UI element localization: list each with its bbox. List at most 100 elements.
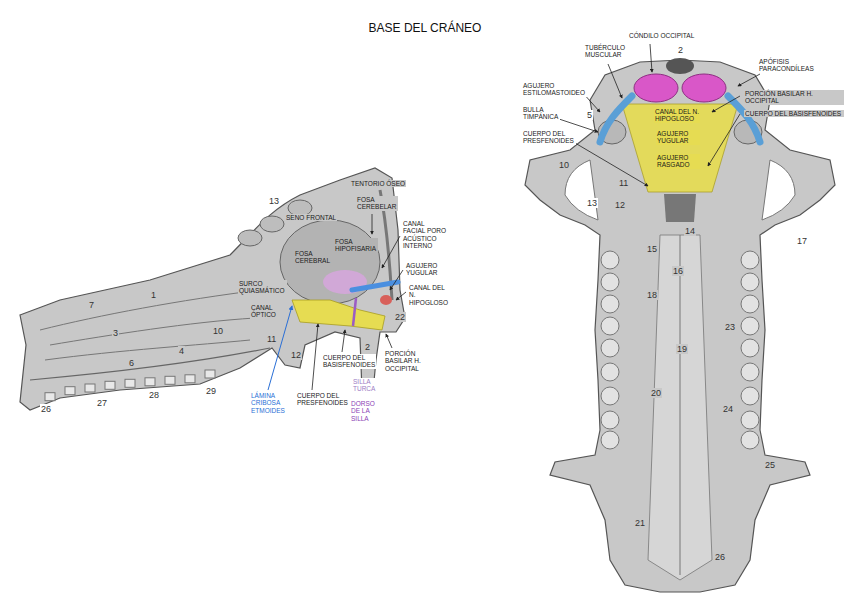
callout-number: 26 bbox=[714, 552, 726, 562]
sagittal-skull bbox=[30, 348, 270, 380]
teeth bbox=[65, 387, 75, 395]
part-label: CANAL ÓPTICO bbox=[250, 304, 280, 319]
teeth bbox=[105, 381, 115, 389]
callout-number: 3 bbox=[112, 328, 119, 338]
cheek-teeth bbox=[741, 339, 759, 357]
callout-number: 6 bbox=[128, 358, 135, 368]
ventral-skull bbox=[664, 194, 696, 222]
callout-number: 20 bbox=[650, 388, 662, 398]
part-label: SILLA TURCA bbox=[352, 378, 384, 393]
cheek-teeth bbox=[601, 251, 759, 449]
highlighted-bones bbox=[634, 74, 678, 102]
cheek-teeth bbox=[601, 339, 619, 357]
teeth bbox=[165, 376, 175, 384]
part-label: CANAL DEL N. HIPOGLOSO bbox=[654, 108, 700, 123]
callout-number: 1 bbox=[150, 290, 157, 300]
teeth bbox=[145, 378, 155, 386]
cheek-teeth bbox=[601, 411, 619, 429]
callout-number: 28 bbox=[148, 390, 160, 400]
callout-number: 13 bbox=[268, 196, 280, 206]
part-label: BULLA TIMPÁNICA bbox=[522, 106, 560, 121]
leader-line bbox=[708, 114, 740, 166]
callout-number: 7 bbox=[88, 300, 95, 310]
cheek-teeth bbox=[741, 431, 759, 449]
callout-number: 13 bbox=[586, 198, 598, 208]
part-label: CUERPO DEL BASISFENOIDES bbox=[744, 110, 844, 117]
leader-line bbox=[556, 44, 760, 186]
frontal-sinus bbox=[238, 230, 262, 246]
sagittal-skull bbox=[40, 290, 260, 330]
cheek-teeth bbox=[601, 431, 619, 449]
part-label: SURCO QUIASMÁTICO bbox=[238, 280, 287, 295]
cheek-teeth bbox=[601, 251, 619, 269]
ventral-skull bbox=[648, 235, 712, 580]
callout-number: 17 bbox=[796, 236, 808, 246]
highlighted-bones bbox=[682, 74, 726, 102]
callout-number: 11 bbox=[618, 178, 629, 188]
part-label: FOSA CEREBELAR bbox=[356, 196, 398, 211]
cheek-teeth bbox=[741, 411, 759, 429]
leader-line bbox=[382, 236, 400, 268]
cheek-teeth bbox=[741, 317, 759, 335]
leader-line bbox=[608, 64, 622, 98]
cheek-teeth bbox=[741, 363, 759, 381]
highlighted-bones bbox=[622, 104, 738, 192]
part-label: AGUJERO YUGULAR bbox=[656, 130, 700, 145]
cheek-teeth bbox=[601, 387, 619, 405]
highlighted-bones bbox=[666, 58, 694, 74]
callout-number: 2 bbox=[677, 45, 684, 55]
callout-number: 14 bbox=[684, 226, 696, 236]
callout-number: 21 bbox=[634, 518, 646, 528]
callout-number: 12 bbox=[290, 350, 302, 360]
part-label: TENTORIO ÓSEO bbox=[350, 180, 406, 187]
leader-line bbox=[396, 292, 406, 300]
callout-number: 4 bbox=[178, 346, 185, 356]
cheek-teeth bbox=[741, 387, 759, 405]
part-label: PORCIÓN BASILAR H. OCCIPITAL bbox=[384, 350, 436, 372]
callout-number: 2 bbox=[364, 342, 371, 352]
sagittal-skull bbox=[20, 168, 405, 410]
leader-line bbox=[372, 214, 373, 234]
part-label: CANAL DEL N. HIPOGLOSO bbox=[408, 284, 448, 306]
cranial-cavity bbox=[280, 220, 380, 304]
cheek-teeth bbox=[741, 295, 759, 313]
part-label: AGUJERO YUGULAR bbox=[405, 262, 445, 277]
callout-number: 29 bbox=[205, 386, 217, 396]
sagittal-skull bbox=[50, 318, 255, 345]
part-label: CÓNDILO OCCIPITAL bbox=[628, 32, 695, 39]
callout-number: 16 bbox=[672, 266, 684, 276]
leader-line bbox=[312, 324, 318, 390]
part-label: TUBÉRCULO MUSCULAR bbox=[584, 44, 627, 59]
callout-number: 19 bbox=[676, 344, 688, 354]
cheek-teeth bbox=[601, 317, 619, 335]
callout-number: 10 bbox=[558, 160, 570, 170]
leader-line bbox=[570, 140, 648, 186]
highlighted-bones bbox=[380, 295, 392, 305]
part-label: PORCIÓN BASILAR H. OCCIPITAL bbox=[744, 90, 844, 105]
leader-line bbox=[650, 44, 652, 72]
leader-line bbox=[738, 74, 760, 86]
highlighted-bones bbox=[292, 300, 385, 330]
part-label: AGUJERO ESTILOMASTOIDEO bbox=[522, 82, 587, 97]
callout-number: 22 bbox=[394, 312, 406, 322]
callout-number: 11 bbox=[266, 334, 277, 344]
callout-number: 25 bbox=[764, 460, 776, 470]
callout-number: 18 bbox=[646, 290, 658, 300]
cheek-teeth bbox=[601, 295, 619, 313]
cheek-teeth bbox=[601, 363, 619, 381]
sagittal-skull bbox=[20, 168, 405, 410]
title: BASE DEL CRÁNEO bbox=[368, 22, 483, 36]
callout-number: 24 bbox=[722, 404, 734, 414]
frontal-sinus bbox=[260, 216, 284, 232]
callout-number: 26 bbox=[40, 404, 52, 414]
teeth bbox=[45, 393, 55, 401]
part-label: CUERPO DEL PRESFENOIDES bbox=[522, 130, 576, 145]
highlighted-bones bbox=[292, 282, 398, 330]
part-label: CUERPO DEL PRESFENOIDES bbox=[296, 392, 350, 407]
part-label: DORSO DE LA SILLA bbox=[350, 400, 386, 422]
part-label: FOSA CEREBRAL bbox=[294, 250, 332, 265]
part-label: CANAL FACIAL PORO ACÚSTICO INTERNO bbox=[402, 220, 448, 250]
ventral-skull bbox=[762, 160, 795, 220]
part-label: AGUJERO RASGADO bbox=[656, 154, 700, 169]
